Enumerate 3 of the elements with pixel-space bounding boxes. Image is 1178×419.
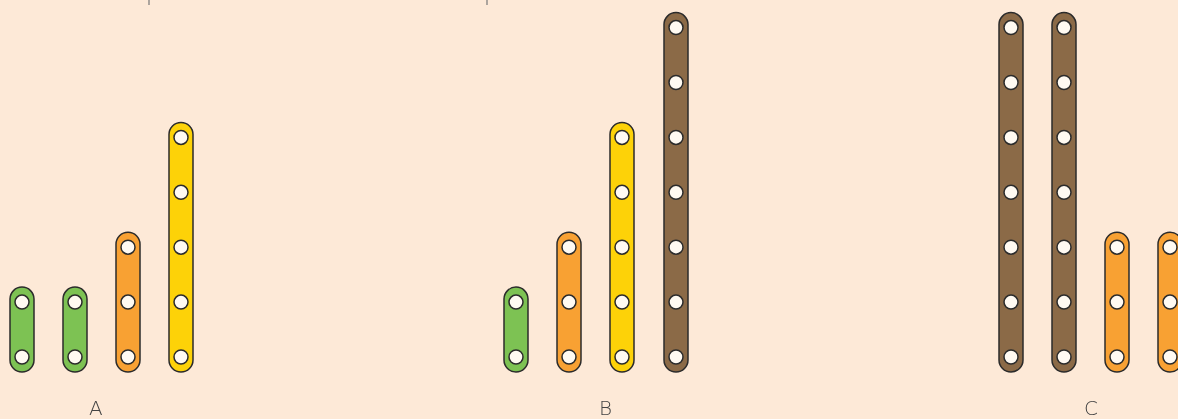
group-letter: B [599,396,613,419]
group-letter: C [1084,396,1098,419]
group-letter: A [89,396,103,419]
